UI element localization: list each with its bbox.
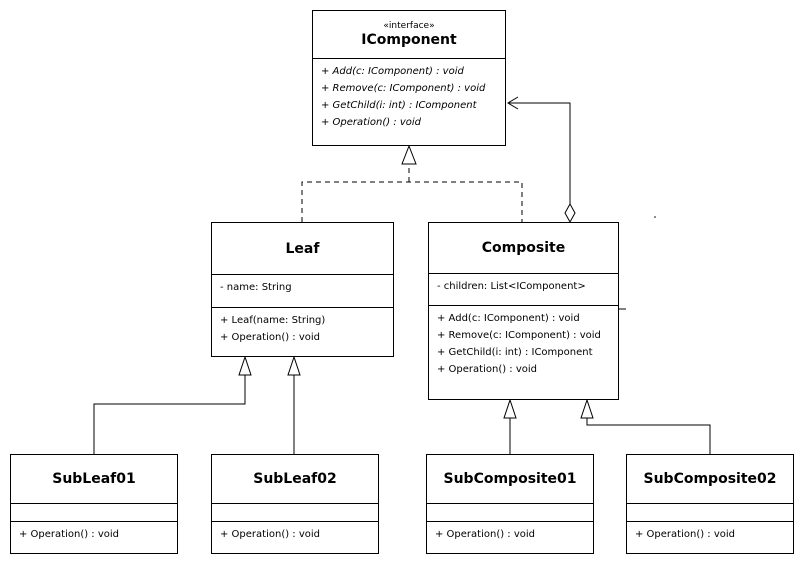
realization-arrowhead <box>401 144 417 165</box>
leaf-realization-line <box>301 181 523 222</box>
subleaf01-attributes <box>11 503 177 521</box>
subcomposite01-header: SubComposite01 <box>427 455 593 503</box>
operation-row: + Add(c: IComponent) : void <box>437 313 580 324</box>
operation-row: + Remove(c: IComponent) : void <box>321 83 486 94</box>
interface-stereotype: «interface» <box>383 21 435 31</box>
operation-row: + Operation() : void <box>19 529 120 540</box>
subcomposite02-class-box[interactable]: SubComposite02 + Operation() : void <box>626 454 794 554</box>
leaf-operations: + Leaf(name: String) + Operation() : voi… <box>212 307 393 356</box>
icomponent-header: «interface» IComponent <box>313 11 505 58</box>
aggregation-line <box>508 102 571 205</box>
class-name: SubLeaf02 <box>253 471 337 487</box>
subcomposite01-class-box[interactable]: SubComposite01 + Operation() : void <box>426 454 594 554</box>
leaf-header: Leaf <box>212 223 393 274</box>
subleaf01-header: SubLeaf01 <box>11 455 177 503</box>
composite-operations: + Add(c: IComponent) : void + Remove(c: … <box>429 305 618 399</box>
composite-attributes: - children: List<IComponent> <box>429 273 618 305</box>
class-name: SubComposite02 <box>643 471 777 487</box>
operation-row: + Add(c: IComponent) : void <box>321 66 464 77</box>
subcomposite02-attributes <box>627 503 793 521</box>
subcomposite02-operations: + Operation() : void <box>627 521 793 553</box>
subcomposite02-header: SubComposite02 <box>627 455 793 503</box>
operation-row: + Operation() : void <box>437 364 538 375</box>
icomponent-class-box[interactable]: «interface» IComponent + Add(c: ICompone… <box>312 10 506 146</box>
subcomposite01-operations: + Operation() : void <box>427 521 593 553</box>
attribute-row: - children: List<IComponent> <box>437 281 586 292</box>
icomponent-operations: + Add(c: IComponent) : void + Remove(c: … <box>313 58 505 145</box>
subleaf02-attributes <box>212 503 378 521</box>
composite-class-box[interactable]: Composite - children: List<IComponent> +… <box>428 222 619 400</box>
leaf-class-box[interactable]: Leaf - name: String + Leaf(name: String)… <box>211 222 394 357</box>
operation-row: + Operation() : void <box>220 529 321 540</box>
subleaf02-generalization-arrowhead <box>287 355 301 376</box>
subcomposite01-generalization-arrowhead <box>503 398 517 419</box>
operation-row: + Operation() : void <box>635 529 736 540</box>
subleaf01-class-box[interactable]: SubLeaf01 + Operation() : void <box>10 454 178 554</box>
operation-row: + Leaf(name: String) <box>220 315 326 326</box>
operation-row: + Operation() : void <box>321 117 422 128</box>
subleaf01-generalization-line <box>93 375 246 454</box>
subleaf01-operations: + Operation() : void <box>11 521 177 553</box>
class-name: SubLeaf01 <box>52 471 136 487</box>
stray-dot <box>654 216 656 218</box>
subleaf02-operations: + Operation() : void <box>212 521 378 553</box>
attribute-row: - name: String <box>220 282 292 293</box>
operation-row: + Operation() : void <box>220 332 321 343</box>
class-name: SubComposite01 <box>443 471 577 487</box>
operation-row: + Remove(c: IComponent) : void <box>437 330 601 341</box>
operation-row: + GetChild(i: int) : IComponent <box>437 347 593 358</box>
class-name: Leaf <box>285 240 320 257</box>
class-name: IComponent <box>361 32 457 48</box>
leaf-attributes: - name: String <box>212 274 393 307</box>
aggregation-arrow-icon <box>507 96 519 110</box>
operation-row: + GetChild(i: int) : IComponent <box>321 100 477 111</box>
class-name: Composite <box>481 240 566 256</box>
composite-header: Composite <box>429 223 618 273</box>
aggregation-diamond-icon <box>564 202 576 224</box>
subleaf01-generalization-arrowhead <box>238 355 252 376</box>
subcomposite01-attributes <box>427 503 593 521</box>
subcomposite02-generalization-arrowhead <box>580 398 594 419</box>
subleaf02-header: SubLeaf02 <box>212 455 378 503</box>
operation-row: + Operation() : void <box>435 529 536 540</box>
subleaf02-class-box[interactable]: SubLeaf02 + Operation() : void <box>211 454 379 554</box>
subcomposite02-generalization-line <box>586 418 711 454</box>
